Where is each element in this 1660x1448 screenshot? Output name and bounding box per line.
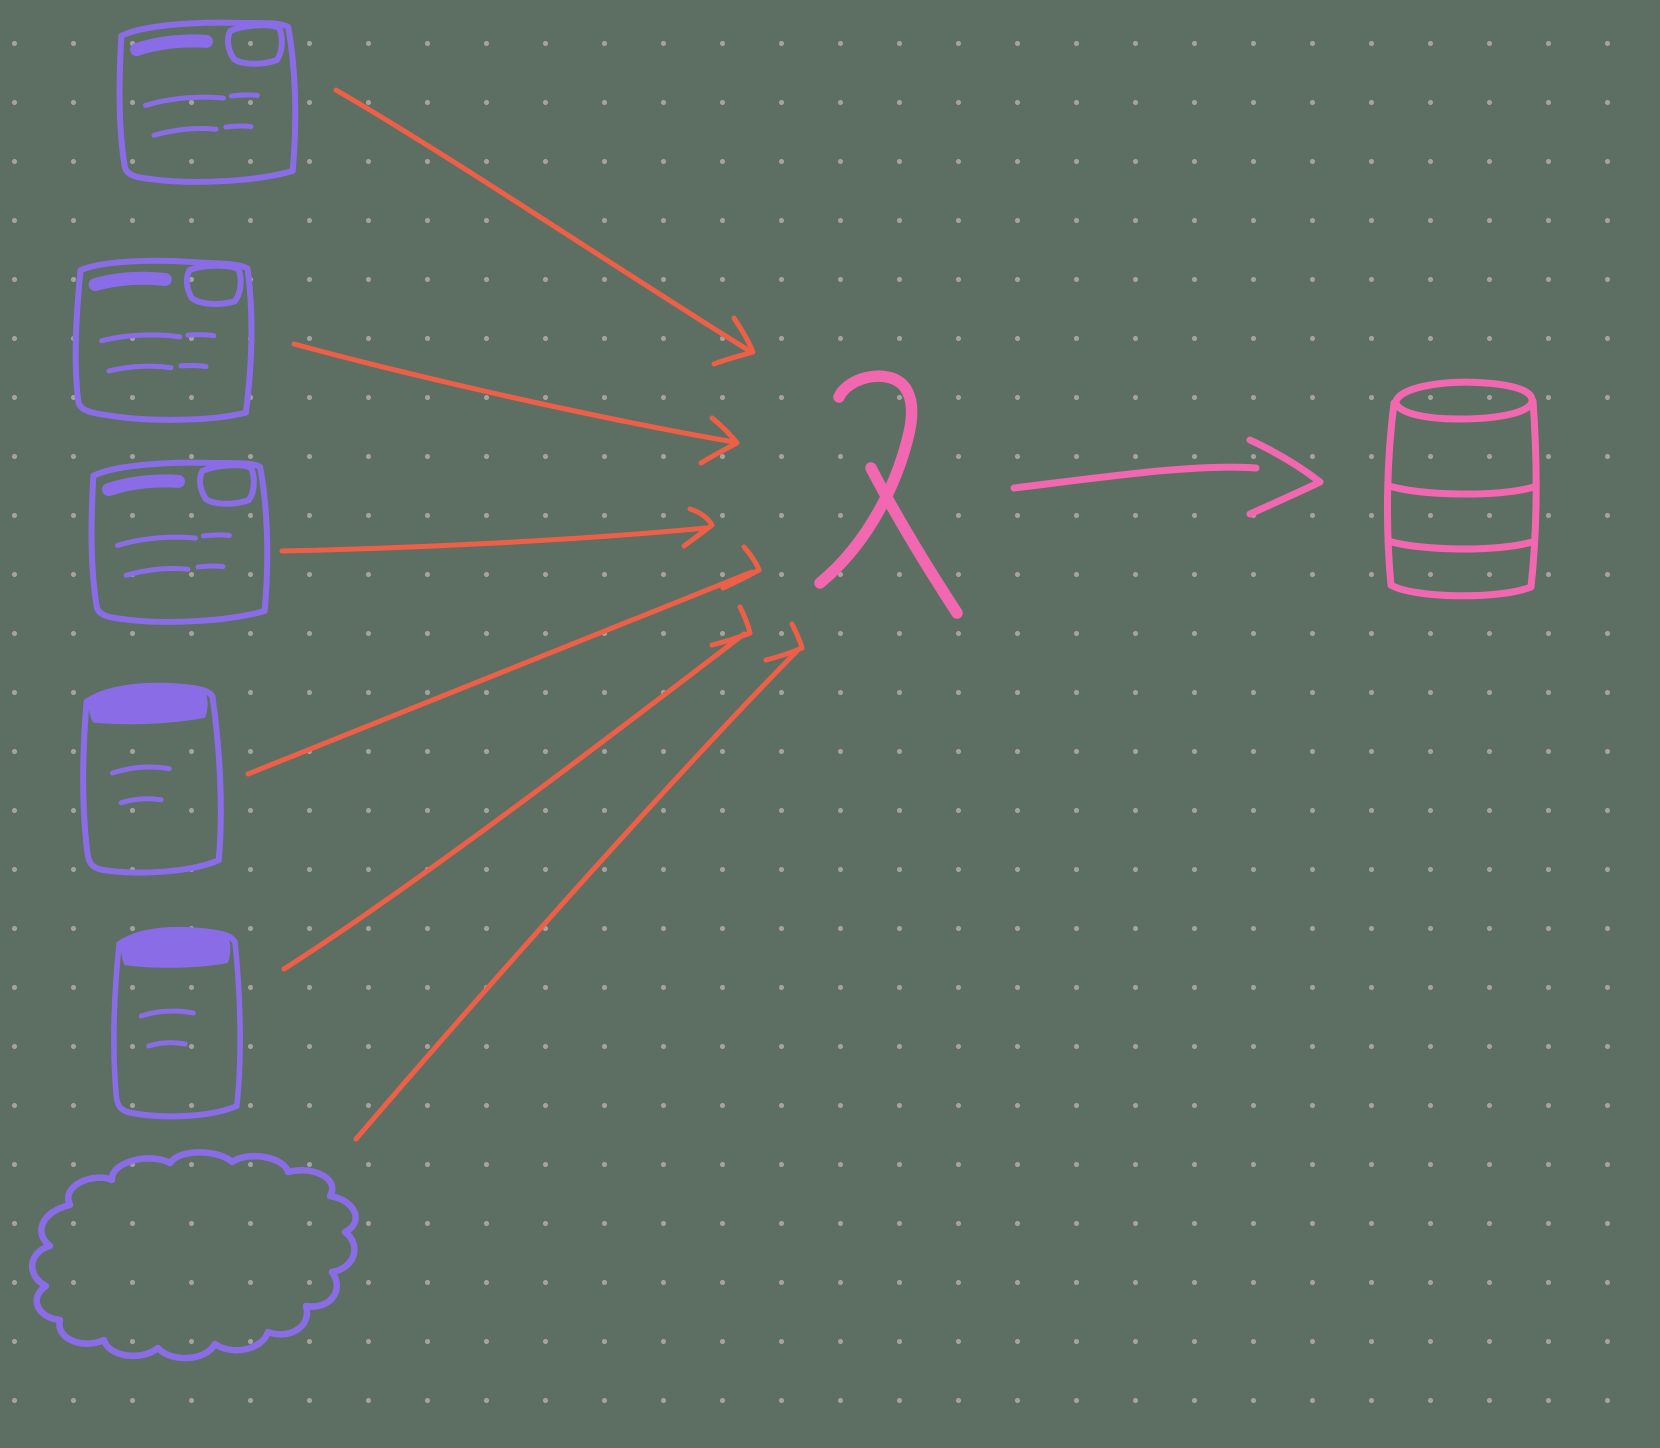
lambda-symbol: [814, 370, 918, 589]
edge-arrowhead-icon: [709, 604, 753, 648]
source-shapes-group: [28, 21, 359, 1362]
edge-shaft: [1010, 463, 1260, 492]
edge-document-2-to-lambda[interactable]: [291, 341, 740, 466]
database-right-side: [1527, 397, 1540, 591]
edge-arrowhead-icon: [1246, 436, 1324, 518]
edge-shaft: [291, 341, 737, 445]
edge-shaft: [353, 648, 800, 1142]
database-left-side: [1383, 399, 1398, 589]
edge-cloud-to-lambda[interactable]: [353, 621, 805, 1142]
edge-lambda-to-database[interactable]: [1010, 436, 1324, 518]
database-bottom: [1387, 581, 1535, 600]
document-node-1[interactable]: [118, 21, 296, 183]
note-node-2[interactable]: [114, 930, 240, 1116]
cloud-node[interactable]: [28, 1149, 359, 1362]
edge-shaft: [281, 631, 747, 972]
edge-note-2-to-lambda[interactable]: [281, 604, 753, 972]
edge-arrowhead-icon: [711, 315, 756, 367]
edge-arrowhead-icon: [698, 415, 740, 466]
edge-shaft: [333, 87, 751, 353]
database-band-2: [1384, 537, 1536, 553]
document-node-3[interactable]: [90, 461, 268, 623]
input-edges-group: [245, 87, 805, 1142]
edge-document-3-to-lambda[interactable]: [279, 506, 715, 554]
database-band-1: [1385, 482, 1538, 498]
database-node[interactable]: [1383, 378, 1540, 600]
note-node-1[interactable]: [81, 684, 223, 874]
edge-note-1-to-lambda[interactable]: [245, 544, 762, 777]
edge-arrowhead-icon: [763, 621, 805, 663]
database-top-ellipse: [1392, 378, 1536, 423]
edge-shaft: [245, 569, 755, 777]
edge-document-1-to-lambda[interactable]: [333, 87, 756, 367]
edge-shaft: [279, 525, 709, 554]
lambda-right-leg: [865, 462, 963, 619]
document-node-2[interactable]: [74, 259, 254, 422]
lambda-node[interactable]: [814, 370, 963, 619]
edge-arrowhead-icon: [681, 506, 715, 549]
edge-arrowhead-icon: [720, 544, 762, 591]
